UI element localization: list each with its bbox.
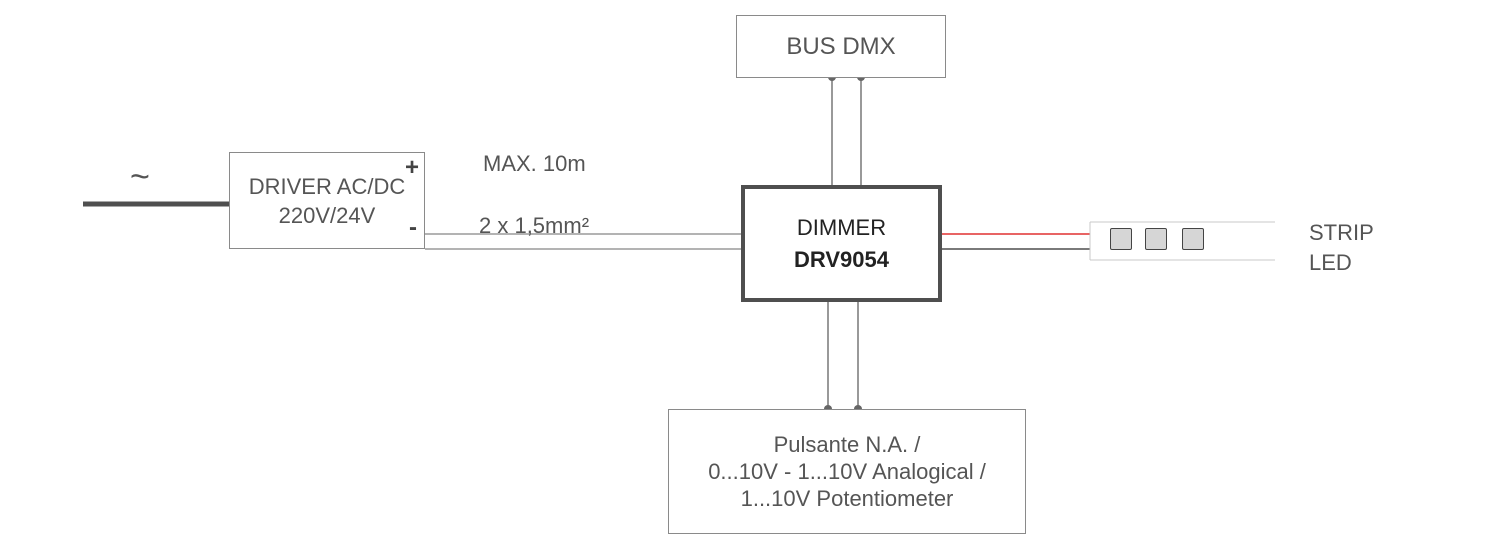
cable-spec-label: 2 x 1,5mm² <box>479 213 590 238</box>
driver-title: DRIVER AC/DC <box>248 173 406 199</box>
input-line-1: Pulsante N.A. / <box>773 432 921 457</box>
strip-led-label: STRIP LED <box>1309 218 1374 278</box>
dimmer-title: DIMMER <box>796 214 887 240</box>
driver-box: DRIVER AC/DC 220V/24V <box>229 152 425 249</box>
control-input-box: Pulsante N.A. / 0...10V - 1...10V Analog… <box>668 409 1026 534</box>
bus-dmx-box: BUS DMX <box>736 15 946 78</box>
led-chip-1 <box>1110 228 1132 250</box>
max-length-label: MAX. 10m <box>483 151 586 176</box>
strip-label-line1: STRIP <box>1309 220 1374 245</box>
dimmer-box: DIMMER DRV9054 <box>741 185 942 302</box>
negative-terminal-sign: - <box>409 214 417 241</box>
led-chip-3 <box>1182 228 1204 250</box>
led-chip-2 <box>1145 228 1167 250</box>
input-line-2: 0...10V - 1...10V Analogical / <box>708 459 986 484</box>
ac-source-symbol: ~ <box>130 158 150 196</box>
bus-dmx-label: BUS DMX <box>786 32 896 60</box>
input-line-3: 1...10V Potentiometer <box>740 486 954 511</box>
dimmer-model: DRV9054 <box>794 246 889 272</box>
driver-voltage: 220V/24V <box>278 202 376 228</box>
positive-terminal-sign: + <box>405 154 420 181</box>
strip-label-line2: LED <box>1309 250 1352 275</box>
